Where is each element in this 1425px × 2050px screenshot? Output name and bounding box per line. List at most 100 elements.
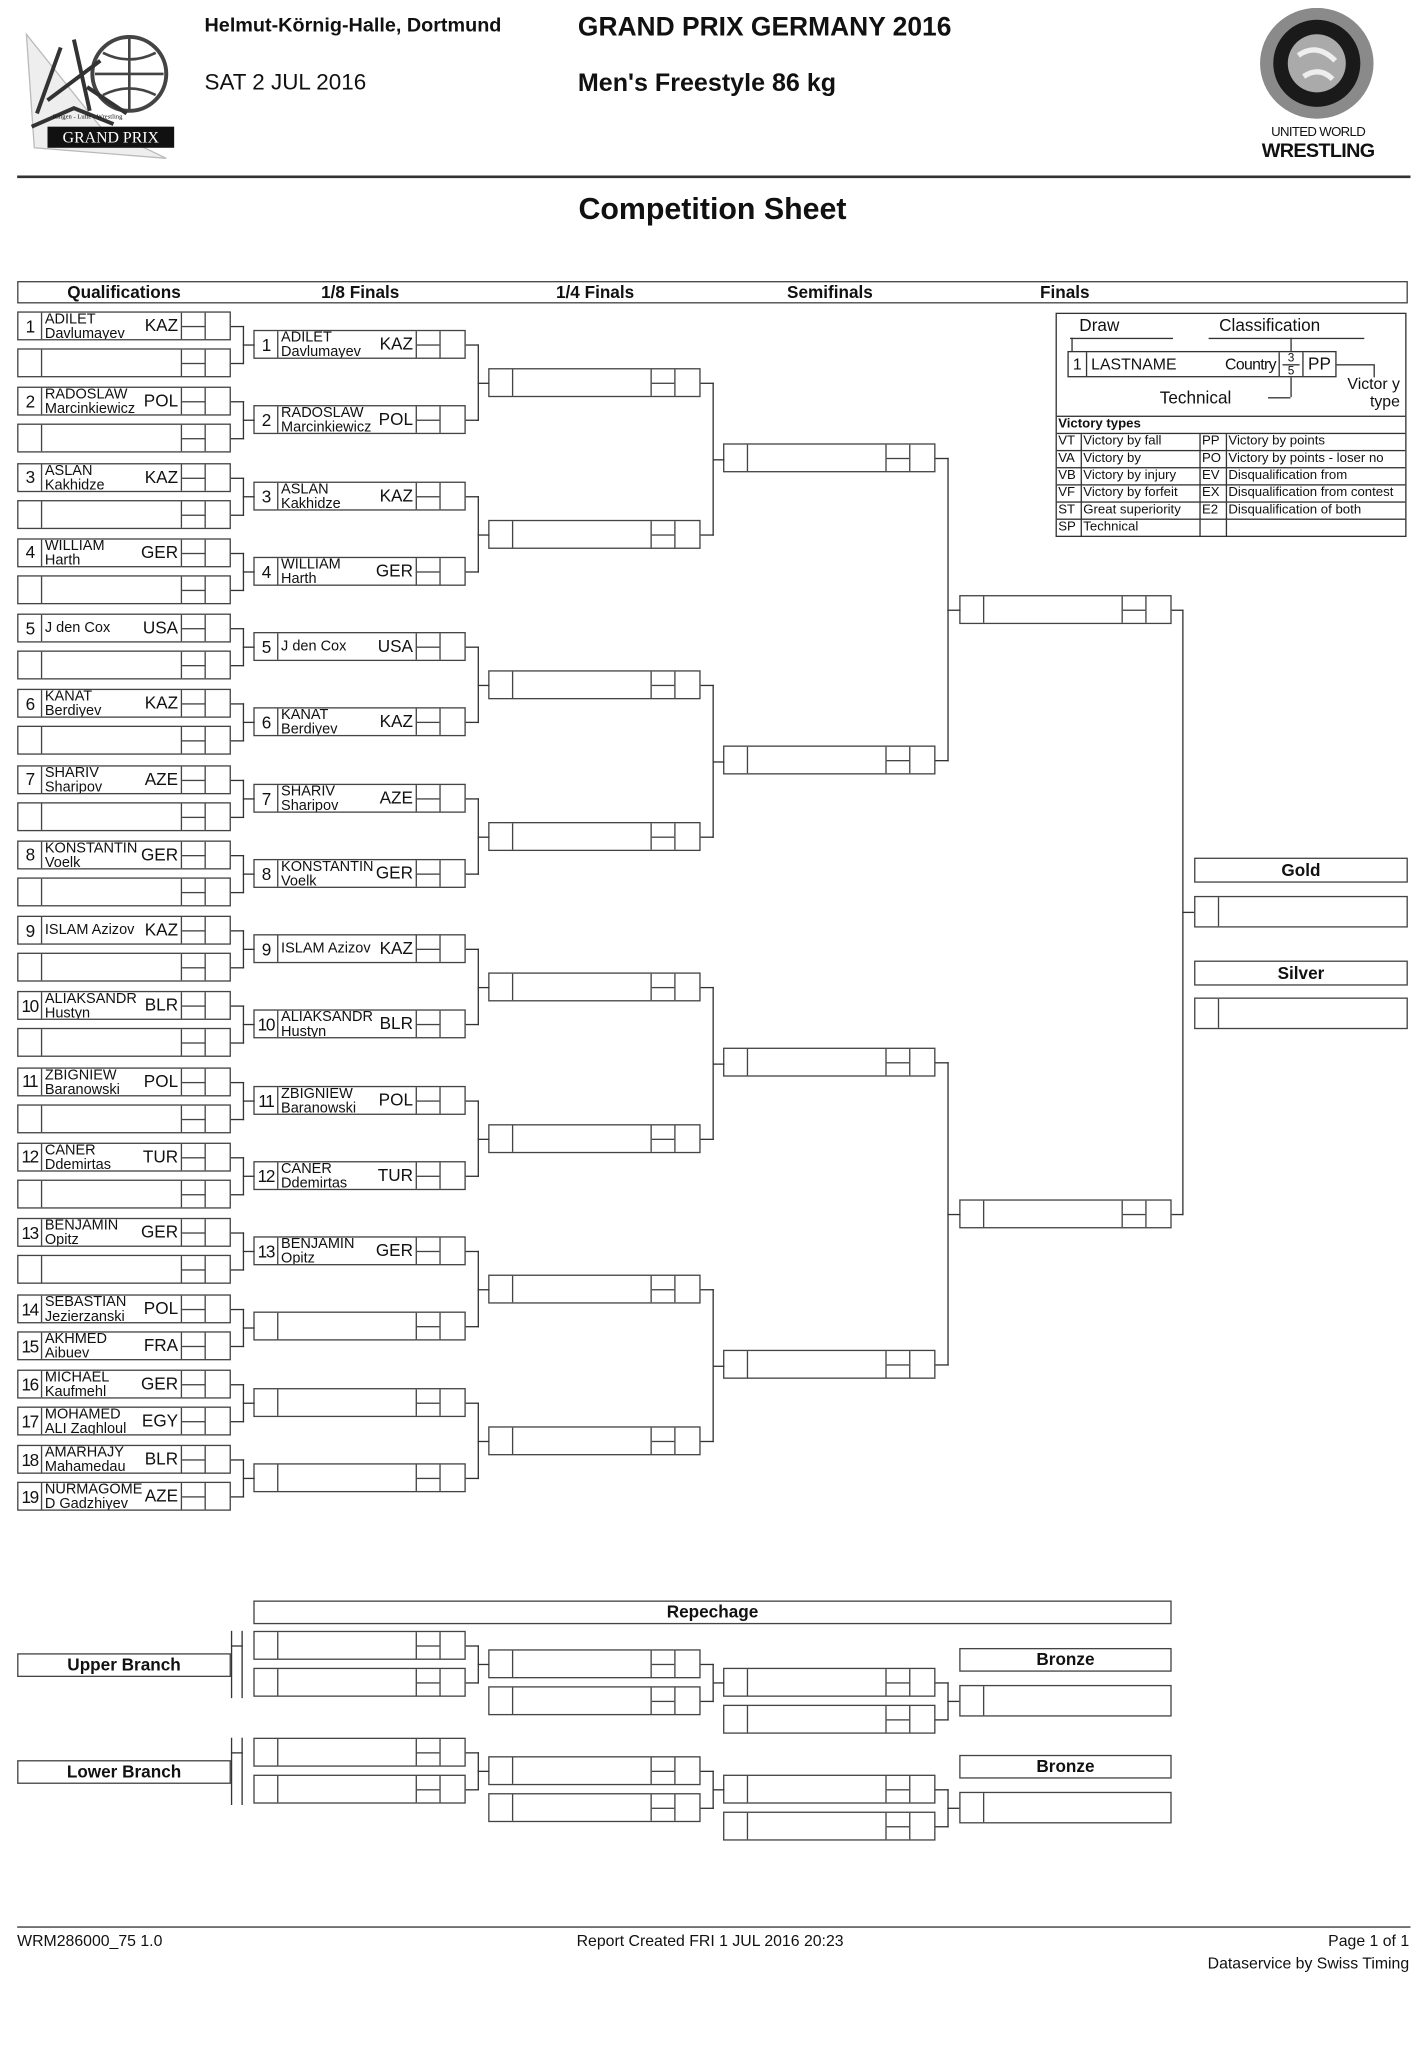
victory-type-cell[interactable] xyxy=(204,349,230,377)
victory-type-cell[interactable] xyxy=(909,1048,934,1076)
victory-type-cell[interactable] xyxy=(204,802,230,830)
bronze-slot[interactable] xyxy=(959,1684,1172,1717)
classification-points-cell[interactable] xyxy=(650,369,675,396)
repechage-slot[interactable] xyxy=(723,1704,936,1734)
final-slot[interactable] xyxy=(959,1199,1172,1229)
classification-points-cell[interactable] xyxy=(180,1332,205,1360)
classification-points-cell[interactable] xyxy=(180,312,205,340)
qualification-slot-empty[interactable] xyxy=(17,499,231,529)
victory-type-cell[interactable] xyxy=(204,1219,230,1246)
classification-points-cell[interactable] xyxy=(650,1757,675,1784)
classification-points-cell[interactable] xyxy=(180,1295,205,1323)
classification-points-cell[interactable] xyxy=(650,1427,675,1455)
semi-final-slot[interactable] xyxy=(723,1349,936,1379)
classification-points-cell[interactable] xyxy=(180,878,205,905)
victory-type-cell[interactable] xyxy=(909,1775,934,1803)
victory-type-cell[interactable] xyxy=(674,521,699,548)
qualification-slot-empty[interactable] xyxy=(17,801,231,831)
eighth-final-slot[interactable] xyxy=(253,1388,466,1418)
victory-type-cell[interactable] xyxy=(439,558,464,585)
victory-type-cell[interactable] xyxy=(674,671,699,698)
classification-points-cell[interactable] xyxy=(180,727,205,754)
classification-points-cell[interactable] xyxy=(180,576,205,603)
qualification-slot-empty[interactable] xyxy=(17,1028,231,1058)
qualification-slot-empty[interactable] xyxy=(17,1254,231,1284)
classification-points-cell[interactable] xyxy=(415,1087,440,1114)
silver-slot[interactable] xyxy=(1194,997,1408,1030)
classification-points-cell[interactable] xyxy=(415,1739,440,1766)
gold-slot[interactable] xyxy=(1194,895,1408,928)
classification-points-cell[interactable] xyxy=(885,1812,910,1840)
classification-points-cell[interactable] xyxy=(180,953,205,981)
victory-type-cell[interactable] xyxy=(204,1105,230,1132)
classification-points-cell[interactable] xyxy=(180,1029,205,1056)
classification-points-cell[interactable] xyxy=(650,1275,675,1303)
victory-type-cell[interactable] xyxy=(439,406,464,433)
victory-type-cell[interactable] xyxy=(674,973,699,1001)
victory-type-cell[interactable] xyxy=(439,1739,464,1766)
victory-type-cell[interactable] xyxy=(439,331,464,358)
semi-final-slot[interactable] xyxy=(723,443,936,473)
classification-points-cell[interactable] xyxy=(180,1407,205,1435)
classification-points-cell[interactable] xyxy=(415,1389,440,1416)
victory-type-cell[interactable] xyxy=(909,1706,934,1733)
victory-type-cell[interactable] xyxy=(204,765,230,793)
victory-type-cell[interactable] xyxy=(204,727,230,754)
victory-type-cell[interactable] xyxy=(439,1464,464,1491)
victory-type-cell[interactable] xyxy=(674,1427,699,1455)
victory-type-cell[interactable] xyxy=(204,500,230,528)
repechage-slot[interactable] xyxy=(723,1667,936,1697)
victory-type-cell[interactable] xyxy=(439,1775,464,1803)
victory-type-cell[interactable] xyxy=(439,1237,464,1265)
classification-points-cell[interactable] xyxy=(180,802,205,830)
victory-type-cell[interactable] xyxy=(909,444,934,472)
classification-points-cell[interactable] xyxy=(885,1775,910,1803)
victory-type-cell[interactable] xyxy=(674,369,699,396)
quarter-final-slot[interactable] xyxy=(488,972,701,1002)
qualification-slot-empty[interactable] xyxy=(17,1103,231,1133)
repechage-slot[interactable] xyxy=(253,1737,466,1767)
repechage-slot[interactable] xyxy=(253,1630,466,1660)
victory-type-cell[interactable] xyxy=(909,1812,934,1840)
qualification-slot-empty[interactable] xyxy=(17,877,231,907)
classification-points-cell[interactable] xyxy=(650,1650,675,1678)
qualification-slot-empty[interactable] xyxy=(17,348,231,378)
victory-type-cell[interactable] xyxy=(204,690,230,717)
classification-points-cell[interactable] xyxy=(650,973,675,1001)
victory-type-cell[interactable] xyxy=(439,482,464,510)
classification-points-cell[interactable] xyxy=(180,917,205,944)
classification-points-cell[interactable] xyxy=(415,785,440,812)
victory-type-cell[interactable] xyxy=(204,1295,230,1323)
qualification-slot-empty[interactable] xyxy=(17,574,231,604)
victory-type-cell[interactable] xyxy=(204,1068,230,1095)
classification-points-cell[interactable] xyxy=(415,1237,440,1265)
victory-type-cell[interactable] xyxy=(439,1162,464,1189)
classification-points-cell[interactable] xyxy=(885,746,910,774)
classification-points-cell[interactable] xyxy=(180,463,205,491)
victory-type-cell[interactable] xyxy=(909,1351,934,1378)
victory-type-cell[interactable] xyxy=(674,1650,699,1678)
victory-type-cell[interactable] xyxy=(204,1370,230,1398)
classification-points-cell[interactable] xyxy=(180,1143,205,1171)
quarter-final-slot[interactable] xyxy=(488,822,701,852)
classification-points-cell[interactable] xyxy=(415,1312,440,1340)
classification-points-cell[interactable] xyxy=(180,1219,205,1246)
